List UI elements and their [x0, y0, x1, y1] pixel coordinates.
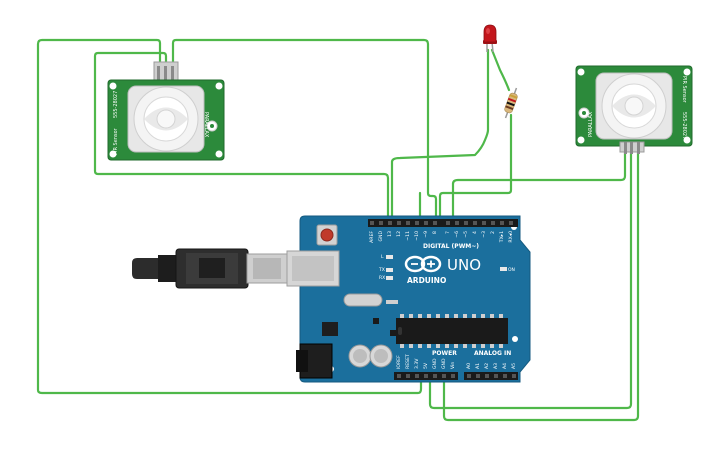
wire-led-resistor: [490, 48, 511, 92]
pin-label: A2: [484, 363, 490, 369]
mount-hole: [215, 150, 223, 158]
board-model: UNO: [447, 256, 481, 274]
pin-label: 5V: [423, 362, 429, 369]
atmega-chip: [396, 314, 508, 348]
pin-label: ~11: [405, 231, 411, 241]
mount-hole: [109, 82, 117, 90]
pin-label: A4: [502, 363, 508, 369]
wire-right-sensor-out: [451, 146, 627, 224]
voltage-regulator: [322, 322, 338, 336]
pin-label: 12: [396, 231, 402, 237]
wire-right-sensor-gnd: [428, 146, 633, 410]
led-on-label: ON: [508, 267, 515, 273]
pir-left-label-a: PIR Sensor: [113, 127, 119, 155]
pin-label: ~10: [414, 231, 420, 241]
resistor[interactable]: [502, 87, 520, 120]
pin-label: IOREF: [396, 355, 402, 369]
wire-led-gnd: [390, 48, 490, 224]
pin-label: ~6: [454, 231, 460, 238]
pin-label: RX◂0: [508, 231, 514, 243]
pin-label: GND: [441, 358, 447, 369]
pin-label: 7: [445, 231, 451, 234]
analog-header-label: ANALOG IN: [474, 350, 511, 357]
mount-hole: [215, 82, 223, 90]
pin-label: GND: [432, 358, 438, 369]
pir-right-label-b: 555-28027: [681, 112, 687, 139]
reset-button[interactable]: [320, 228, 334, 242]
pin-label: ~9: [423, 231, 429, 238]
pin-label: 13: [387, 231, 393, 237]
wire-left-sensor-gnd: [93, 51, 390, 224]
crystal-oscillator: [343, 293, 383, 307]
wires: [36, 38, 640, 422]
pin-label: 4: [472, 231, 478, 234]
arduino-wordmark: ARDUINO: [407, 276, 446, 285]
wire-left-sensor-vcc: [36, 38, 423, 395]
led-body: [483, 24, 497, 43]
pir-left-label-b: 555-28027: [113, 91, 119, 118]
led-tx-label: TX: [378, 267, 385, 273]
pir-right-label-a: PIR Sensor: [681, 76, 687, 104]
pin-label: A1: [475, 363, 481, 369]
pin-label: TX▸1: [499, 231, 505, 243]
pin-label: A3: [493, 363, 499, 369]
digital-header: [368, 219, 518, 227]
pir-right-label-c: PARALLAX: [588, 111, 594, 137]
pin-label: GND: [378, 231, 384, 242]
pin-label: AREF: [369, 231, 375, 243]
pin-label: RESET: [405, 354, 411, 369]
pir-sensor-left[interactable]: 555-28027 PIR Sensor PARALLAX: [107, 61, 225, 161]
pir-left-label-c: PARALLAX: [203, 112, 209, 138]
arduino-logo: [404, 255, 442, 273]
wire-right-sensor-vcc: [442, 146, 640, 422]
usb-cable[interactable]: [132, 248, 288, 289]
pin-label: ~3: [481, 231, 487, 238]
power-header-label: POWER: [432, 350, 457, 357]
pin-label: Vin: [450, 362, 456, 369]
digital-header-label: DIGITAL (PWM~): [423, 243, 479, 250]
pin-label: A5: [511, 363, 517, 369]
mount-hole: [109, 150, 117, 158]
pin-label: 2: [490, 231, 496, 234]
red-led[interactable]: [483, 24, 497, 53]
led-rx-label: RX: [379, 275, 385, 281]
pin-label: A0: [466, 363, 472, 369]
wire-resistor-pin7: [438, 113, 513, 224]
analog-header: [464, 372, 518, 380]
pin-label: 3.3V: [414, 358, 420, 369]
pin-label: 8: [432, 231, 438, 234]
led-l-label: L: [381, 254, 384, 260]
pir-sensor-right[interactable]: PIR Sensor 555-28027 PARALLAX: [575, 65, 693, 154]
pin-label: ~5: [463, 231, 469, 238]
wire-left-sensor-out: [171, 38, 438, 224]
